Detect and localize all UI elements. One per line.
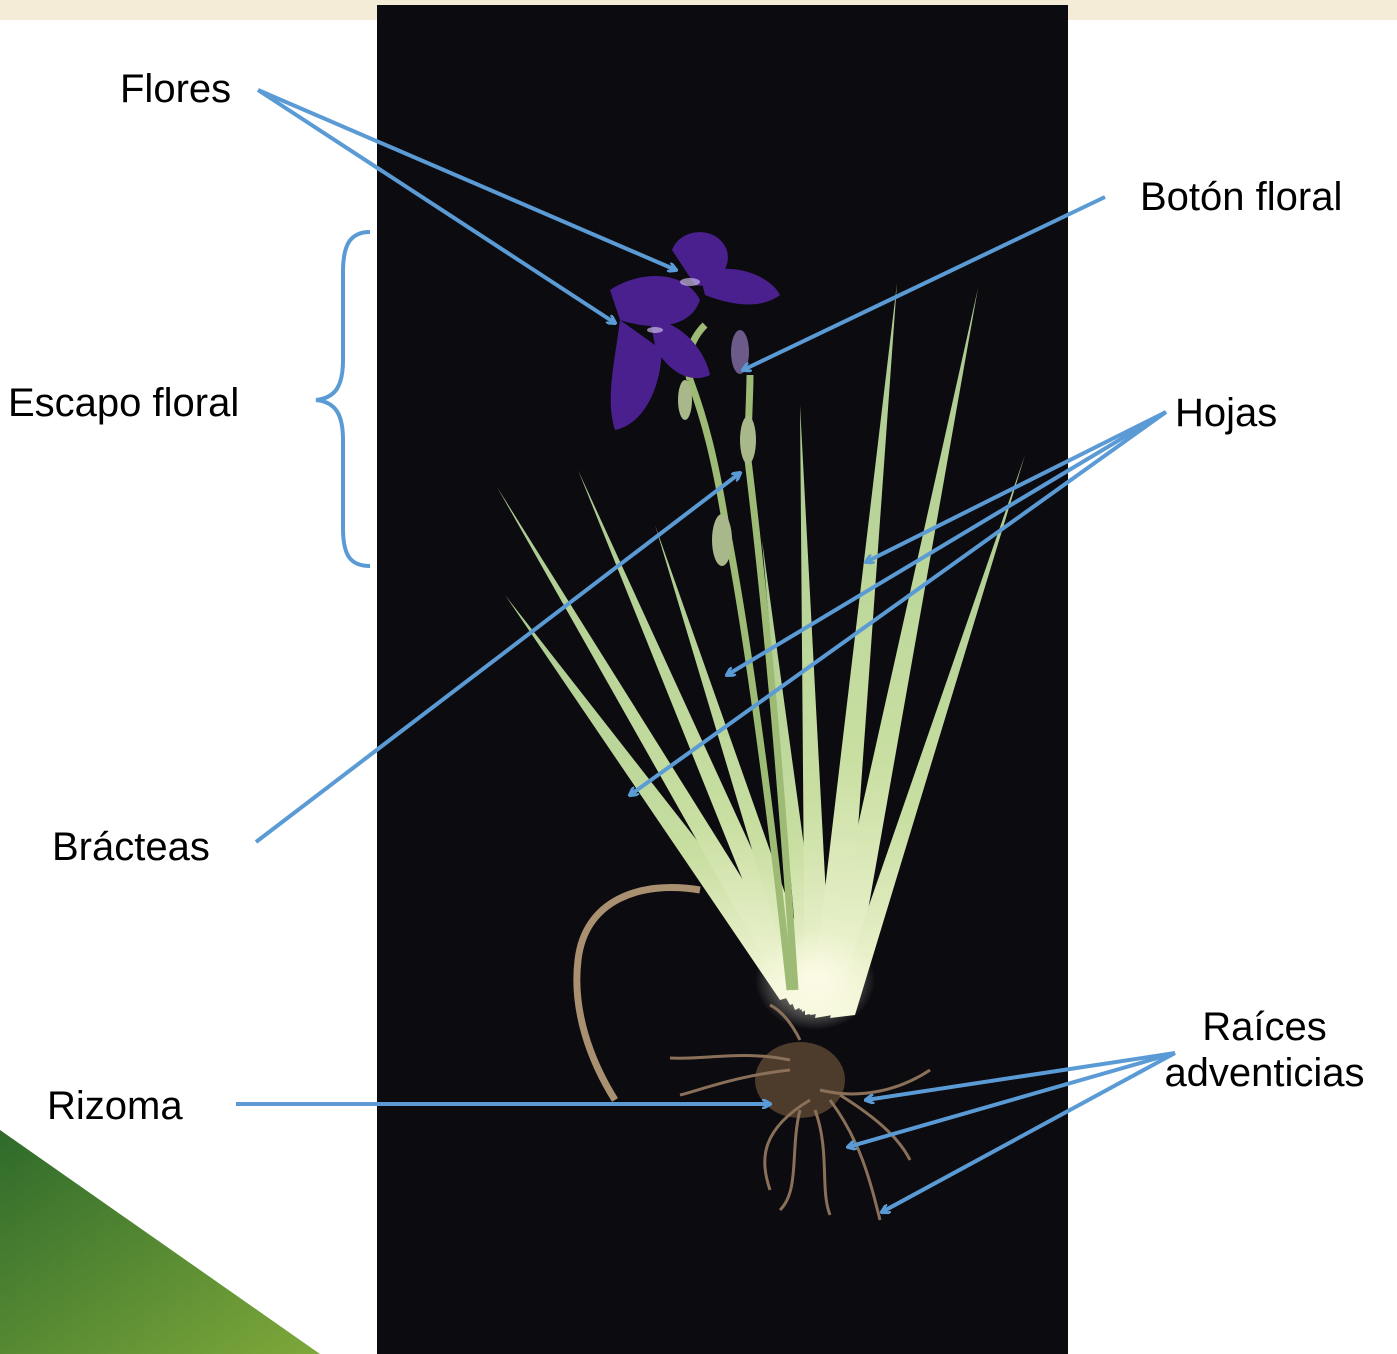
plant-photo [377, 5, 1068, 1354]
label-bracteas: Brácteas [52, 824, 210, 870]
corner-accent [0, 1130, 320, 1354]
label-escapo-floral: Escapo floral [8, 380, 239, 426]
label-rizoma: Rizoma [47, 1083, 183, 1129]
label-raices-adventicias: Raíces adventicias [1142, 1004, 1387, 1096]
label-boton-floral: Botón floral [1140, 174, 1342, 220]
label-hojas: Hojas [1175, 390, 1277, 436]
photo-background [377, 5, 1068, 1354]
label-raices-line2: adventicias [1142, 1050, 1387, 1096]
label-raices-line1: Raíces [1142, 1004, 1387, 1050]
label-flores: Flores [120, 66, 231, 112]
escapo-brace [316, 232, 370, 566]
